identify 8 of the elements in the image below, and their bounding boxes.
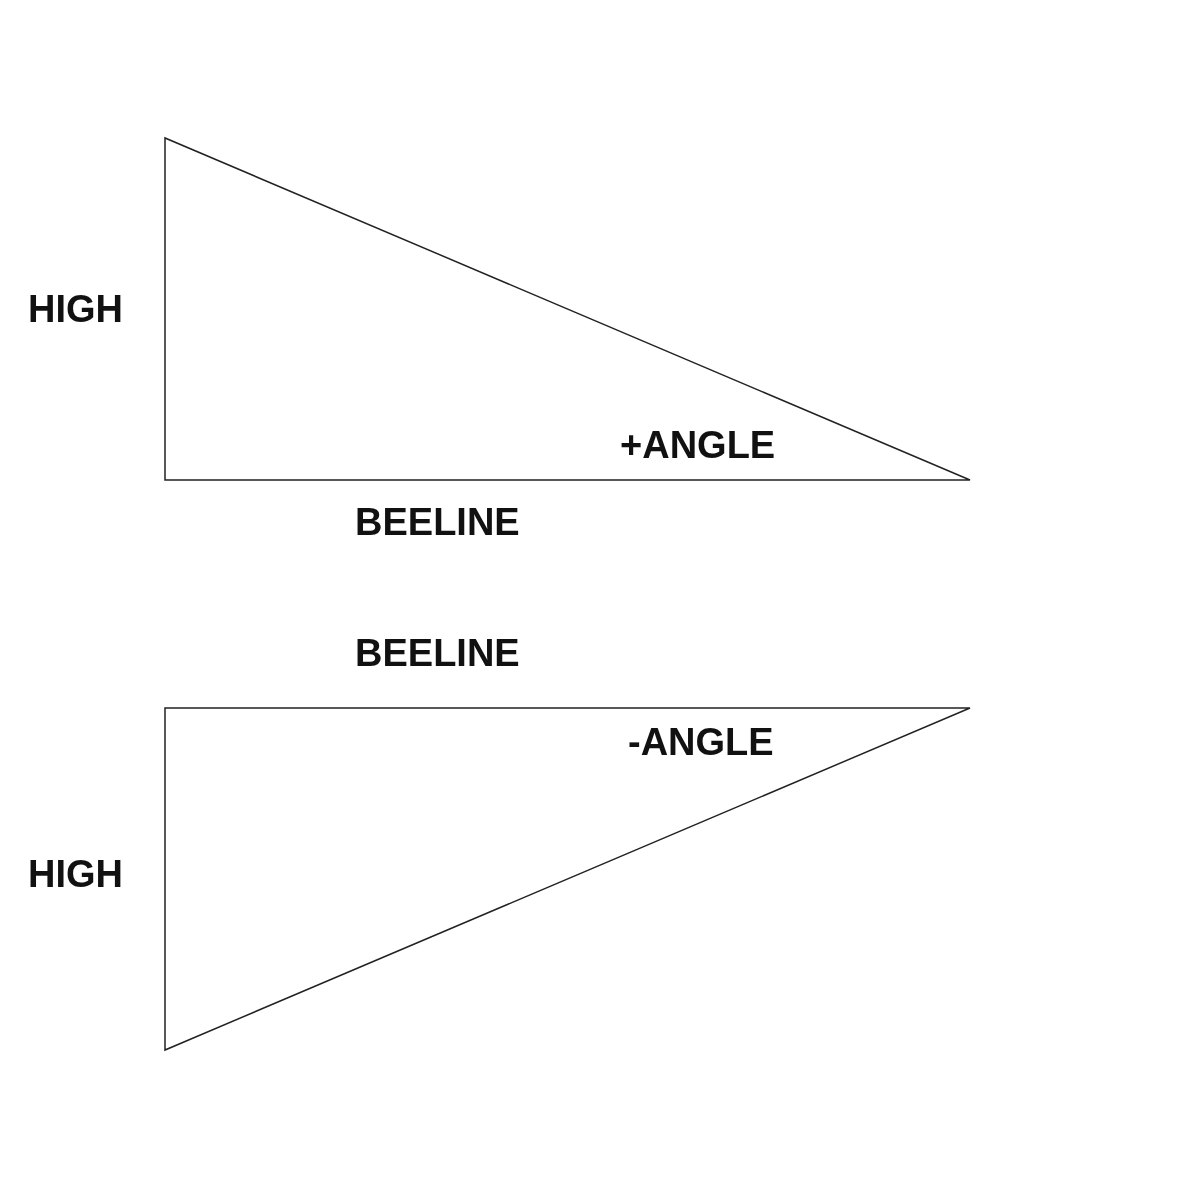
side-label: BEELINE [355, 503, 520, 541]
right-triangle [165, 708, 970, 1050]
angle-label: +ANGLE [620, 426, 776, 464]
side-label: HIGH [28, 290, 123, 328]
right-triangle [165, 138, 970, 480]
angle-label: -ANGLE [628, 723, 774, 761]
side-label: HIGH [28, 855, 123, 893]
side-label: BEELINE [355, 634, 520, 672]
